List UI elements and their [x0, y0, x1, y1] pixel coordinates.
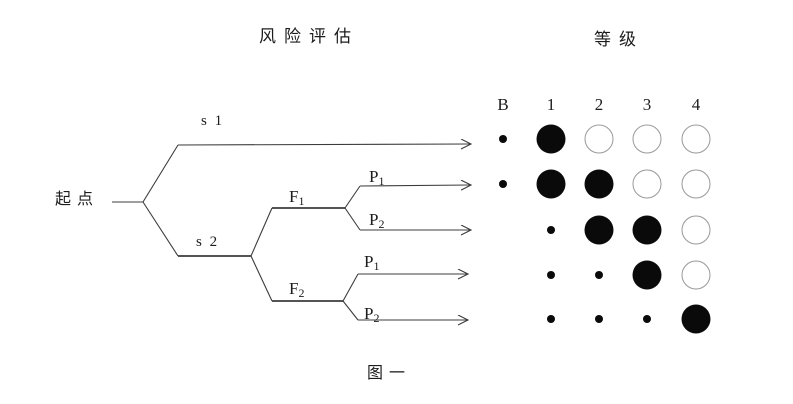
branch-label-f1: F1 [289, 188, 304, 207]
branch-label-s2: s 2 [196, 234, 220, 250]
grid-cell-row2-col2-filled [584, 169, 614, 199]
grid-cell-row4-col3-filled [632, 260, 662, 290]
p2-sub: 2 [378, 217, 385, 231]
branch-label-f2-p2: P2 [364, 305, 379, 324]
grid-cell-row1-col2-empty [584, 124, 614, 154]
grid-cell-row3-col2-filled [584, 215, 614, 245]
grid-cell-row3-col4-empty [681, 215, 711, 245]
grid-header-1: 1 [546, 95, 556, 114]
grid-cell-row5-col2-dot [595, 315, 603, 323]
f2-diagonal [250, 255, 273, 302]
f1-p1-arrow-line [359, 185, 470, 186]
s1-arrow-line [177, 144, 470, 145]
f2-p1-diagonal [342, 273, 359, 302]
grid-header-2: 2 [594, 95, 604, 114]
f1-sub: 1 [298, 194, 305, 208]
f2-p2-diagonal [342, 300, 359, 321]
f2-base: F [289, 279, 299, 298]
f1-p2-diagonal [344, 207, 361, 231]
p1-base: P [369, 167, 379, 186]
p1-sub: 1 [373, 259, 380, 273]
grid-cell-row2-col3-empty [632, 169, 662, 199]
figure-caption: 图一 [367, 365, 412, 382]
grid-cell-row2-col1-filled [536, 169, 566, 199]
p1-base: P [364, 252, 374, 271]
grid-cell-row1-col3-empty [632, 124, 662, 154]
s1-diagonal [142, 144, 179, 203]
grid-cell-row1-col4-empty [681, 124, 711, 154]
grid-cell-row2-colB-dot [499, 180, 507, 188]
branch-label-f2-p1: P1 [364, 253, 379, 272]
grid-header-B: B [497, 95, 509, 114]
branch-label-f1-p2: P2 [369, 211, 384, 230]
grid-cell-row2-col4-empty [681, 169, 711, 199]
grid-cell-row5-col1-dot [547, 315, 555, 323]
origin-label: 起点 [55, 191, 100, 208]
branch-label-f1-p1: P1 [369, 168, 384, 187]
grid-cell-row1-col1-filled [536, 124, 566, 154]
p2-base: P [369, 210, 379, 229]
f1-p1-diagonal [344, 185, 361, 209]
grid-header-3: 3 [642, 95, 652, 114]
branch-label-s1: s 1 [201, 113, 225, 129]
title-grade: 等级 [594, 30, 644, 49]
p2-base: P [364, 304, 374, 323]
grid-cell-row1-colB-dot [499, 135, 507, 143]
grid-cell-row5-col3-dot [643, 315, 651, 323]
grid-cell-row4-col2-dot [595, 271, 603, 279]
grid-cell-row4-col4-empty [681, 260, 711, 290]
grid-header-4: 4 [691, 95, 701, 114]
p1-sub: 1 [378, 174, 385, 188]
f1-diagonal [250, 207, 273, 257]
f1-base: F [289, 187, 299, 206]
grid-cell-row3-col1-dot [547, 226, 555, 234]
branch-label-f2: F2 [289, 280, 304, 299]
title-risk-assessment: 风险评估 [259, 27, 359, 46]
f2-sub: 2 [298, 286, 305, 300]
s2-diagonal [142, 201, 179, 257]
p2-sub: 2 [373, 311, 380, 325]
grid-cell-row5-col4-filled [681, 304, 711, 334]
grid-cell-row3-col3-filled [632, 215, 662, 245]
grid-cell-row4-col1-dot [547, 271, 555, 279]
